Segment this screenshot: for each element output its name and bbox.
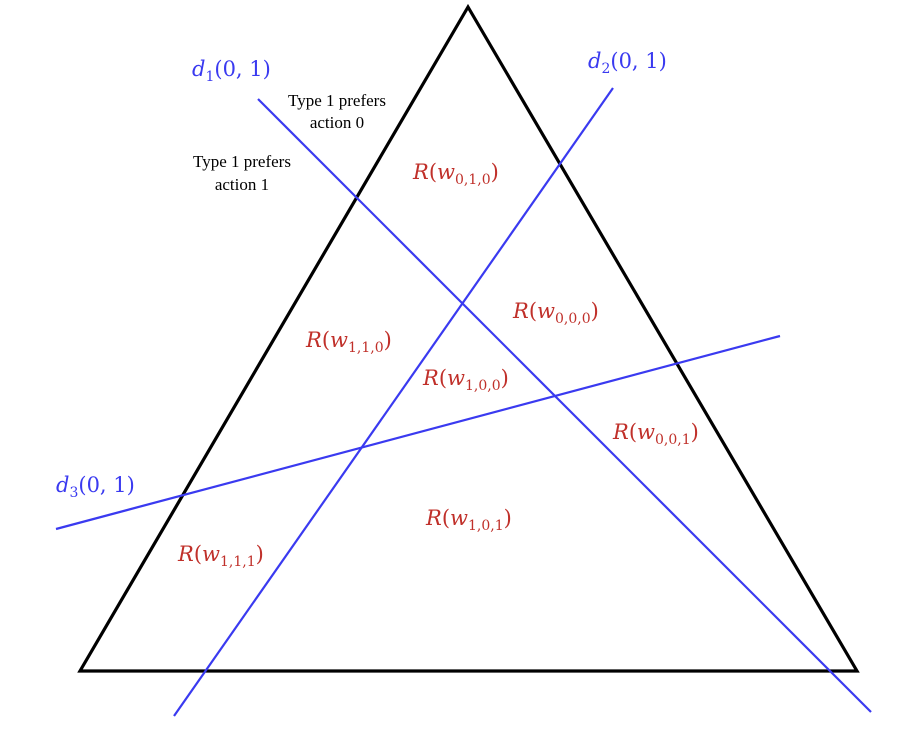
line-d1 [257, 98, 872, 713]
label-d3: d3(0, 1) [56, 473, 135, 501]
region-w101: R(w1,0,1) [425, 506, 512, 534]
line-d3 [55, 334, 781, 531]
region-w001: R(w0,0,1) [612, 420, 699, 448]
region-w010: R(w0,1,0) [412, 160, 499, 188]
label-d1: d1(0, 1) [192, 57, 271, 85]
region-w100: R(w1,0,0) [422, 366, 509, 394]
label-d2: d2(0, 1) [588, 49, 667, 77]
triangle-simplex [77, 3, 860, 673]
line-d2 [173, 87, 614, 717]
region-w111: R(w1,1,1) [177, 542, 264, 570]
region-w000: R(w0,0,0) [512, 299, 599, 327]
region-w110: R(w1,1,0) [305, 328, 392, 356]
